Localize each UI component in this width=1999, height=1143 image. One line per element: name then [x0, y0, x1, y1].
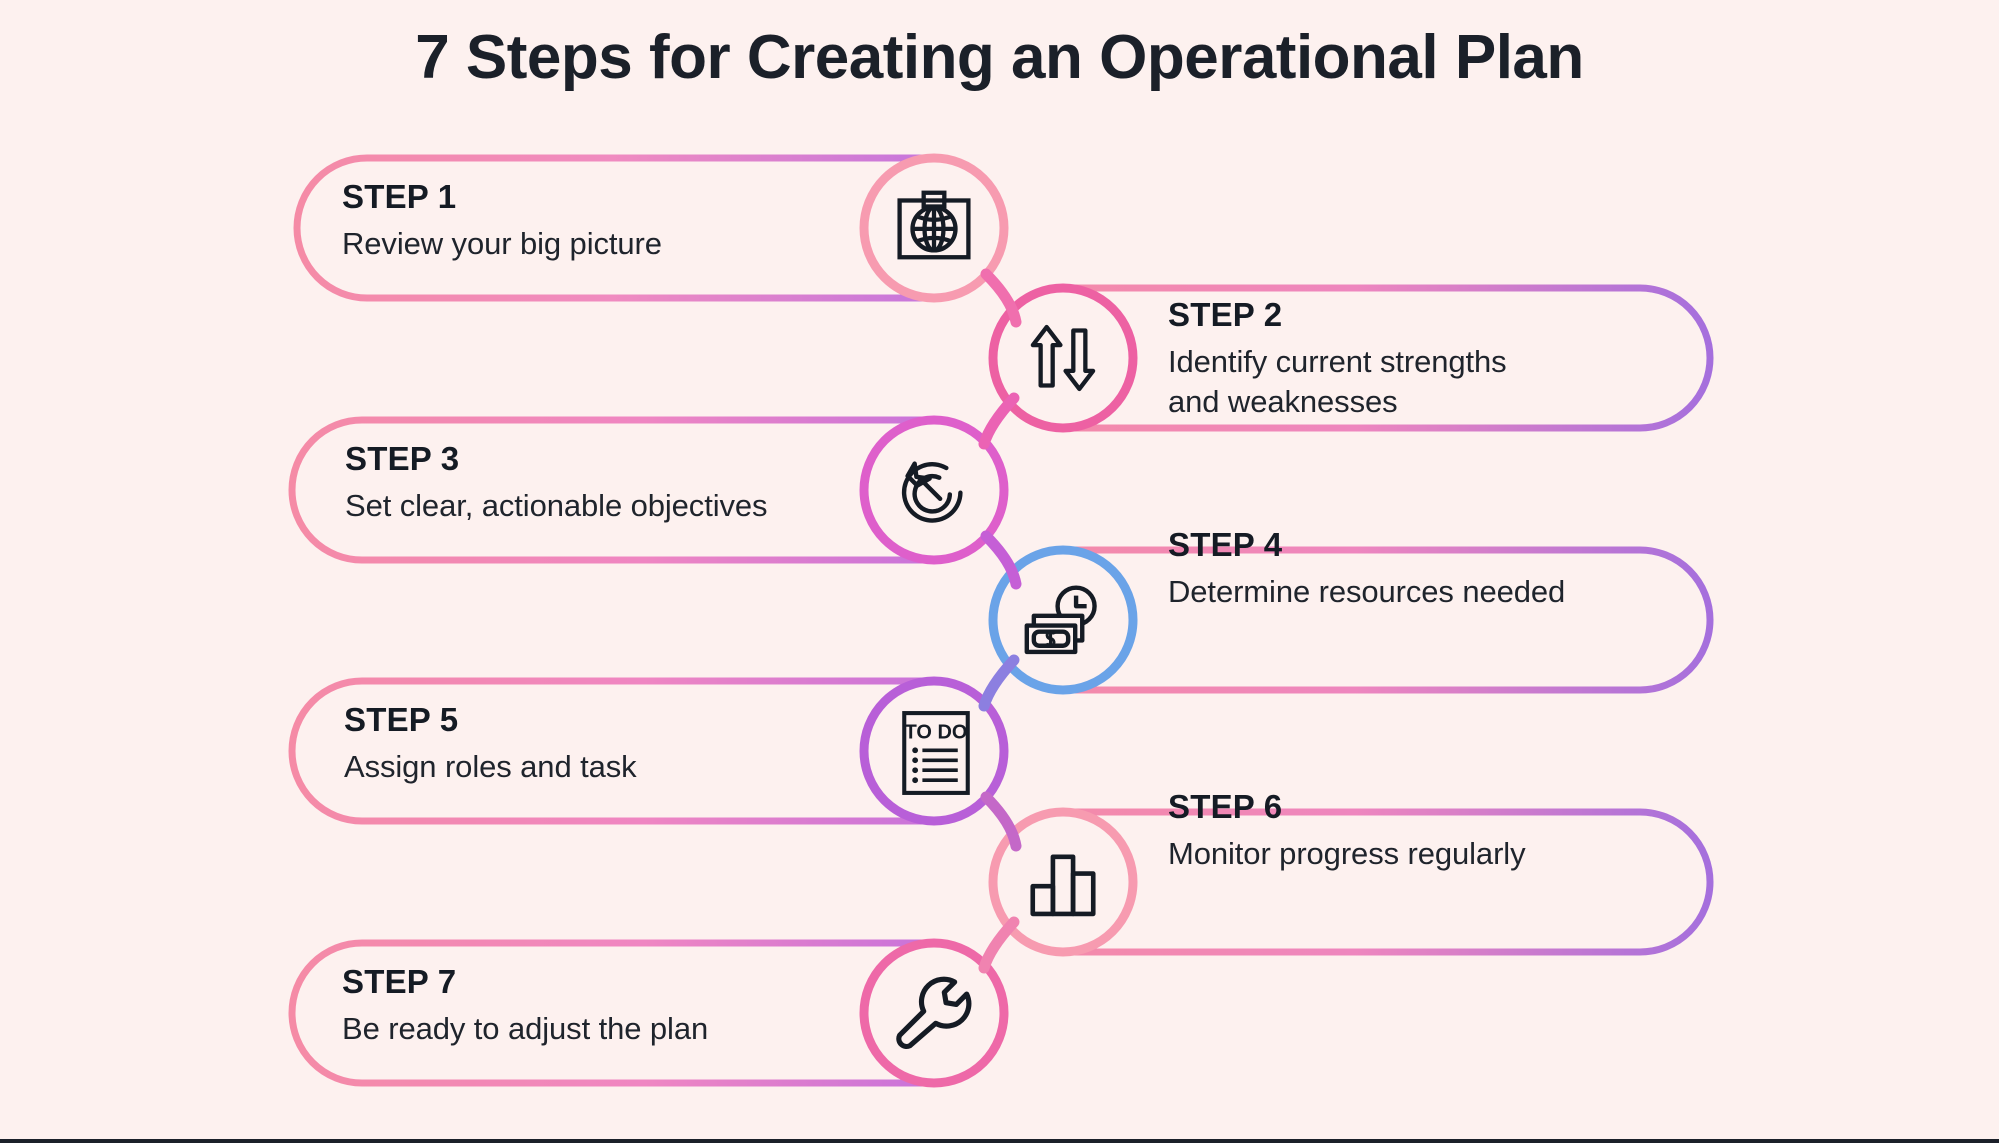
step-desc-5: Assign roles and task [344, 749, 637, 784]
step-desc-1: Review your big picture [342, 226, 662, 261]
step-label-5: STEP 5 [344, 701, 459, 738]
bottom-divider [0, 1139, 1999, 1143]
step-text-3: STEP 3 Set clear, actionable objectives [345, 442, 945, 526]
step-circle-2[interactable] [988, 283, 1138, 433]
connector-2-3 [978, 392, 1020, 450]
step-desc-3: Set clear, actionable objectives [345, 488, 768, 523]
step-text-4: STEP 4 Determine resources needed [1168, 528, 1728, 612]
step-text-1: STEP 1 Review your big picture [342, 180, 902, 264]
step-label-3: STEP 3 [345, 440, 460, 477]
step-label-7: STEP 7 [342, 963, 457, 1000]
step-desc-4: Determine resources needed [1168, 574, 1566, 609]
step-text-7: STEP 7 Be ready to adjust the plan [342, 965, 902, 1049]
step-desc-2: Identify current strengths and weaknesse… [1168, 344, 1507, 419]
connector-6-7 [978, 916, 1020, 974]
step-desc-7: Be ready to adjust the plan [342, 1011, 709, 1046]
step-label-4: STEP 4 [1168, 526, 1283, 563]
step-text-5: STEP 5 Assign roles and task [344, 703, 904, 787]
step-desc-6: Monitor progress regularly [1168, 836, 1526, 871]
step-label-6: STEP 6 [1168, 788, 1283, 825]
page-title: 7 Steps for Creating an Operational Plan [415, 23, 1584, 92]
connector-5-6 [980, 791, 1022, 852]
connector-1-2 [980, 268, 1022, 328]
step-label-2: STEP 2 [1168, 296, 1283, 333]
step-text-6: STEP 6 Monitor progress regularly [1168, 790, 1728, 874]
connector-3-4 [980, 530, 1022, 590]
connector-4-5 [978, 654, 1020, 712]
step-text-2: STEP 2 Identify current strengths and we… [1168, 298, 1688, 421]
step-label-1: STEP 1 [342, 178, 457, 215]
